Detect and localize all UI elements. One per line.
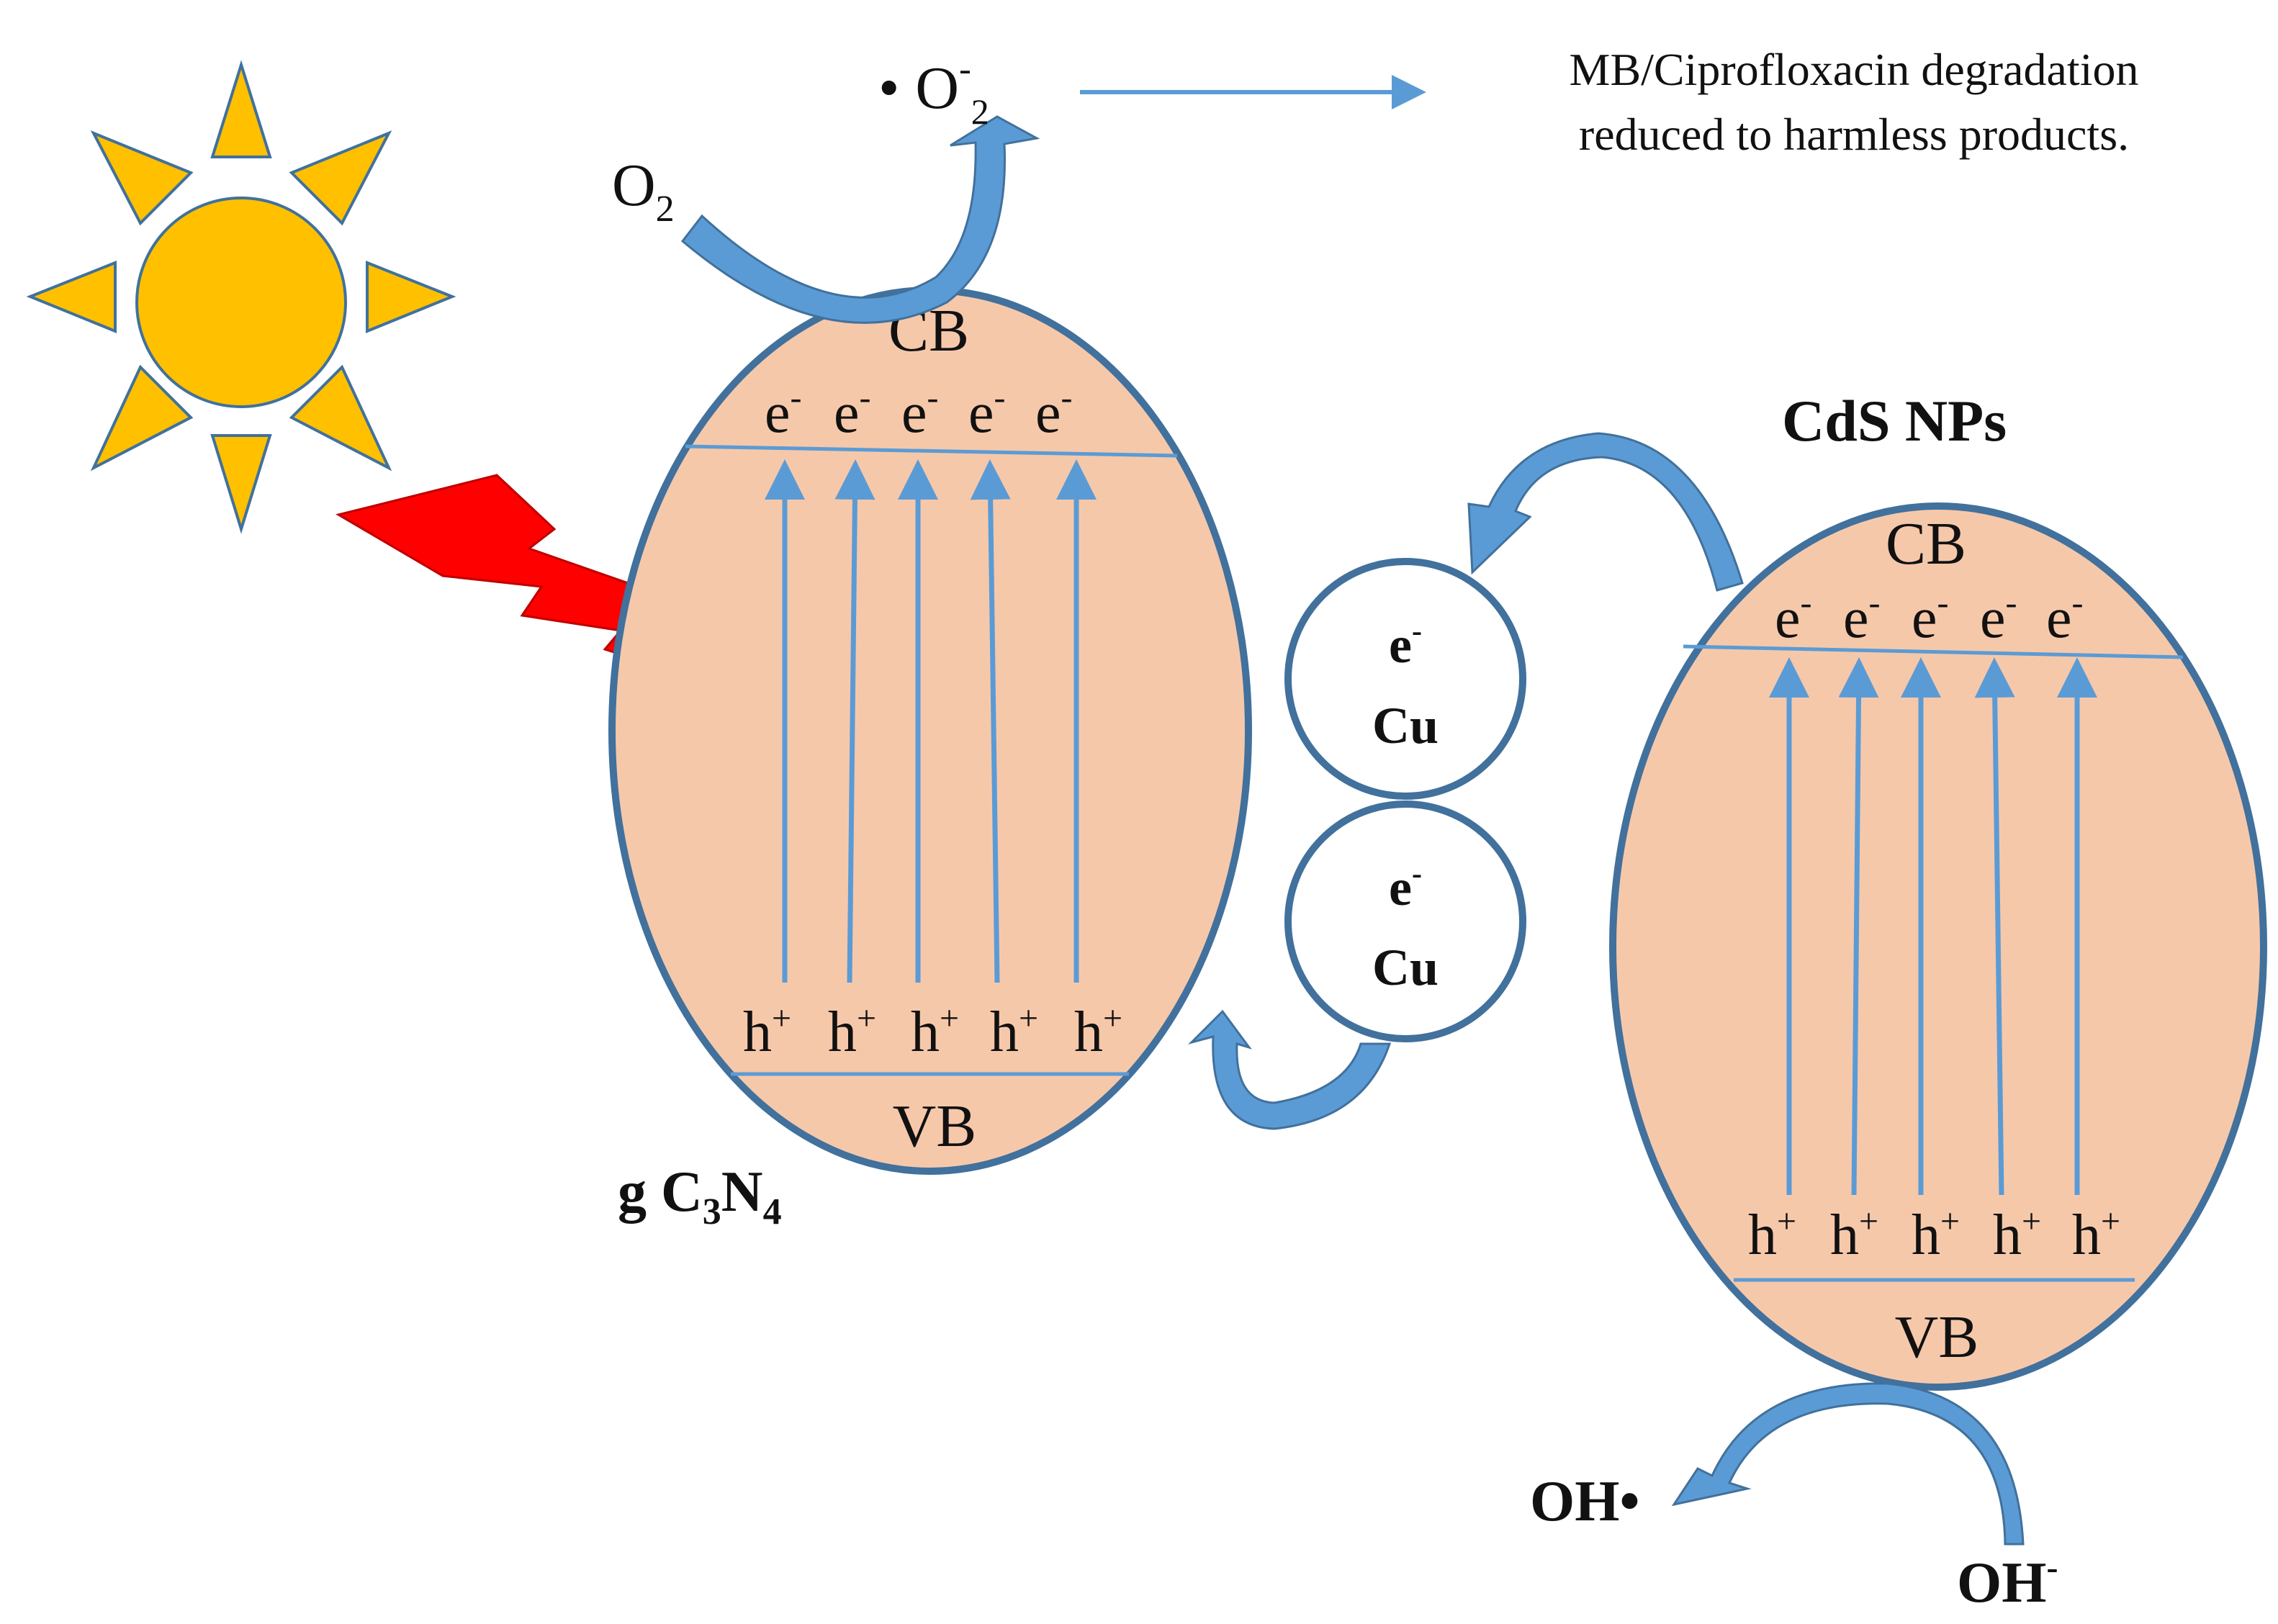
hydroxyl-radical-label: OH•: [1530, 1470, 1639, 1533]
cds-to-cu-arrow: [1467, 432, 1744, 592]
gc3n4-vb-label: VB: [893, 1093, 977, 1160]
gc3n4-hole: h+: [1074, 999, 1122, 1064]
gc3n4-particle: CB VB e-e-e-e-e- h+h+h+h+h+: [608, 287, 1252, 1175]
cu-upper-label: Cu: [1372, 697, 1439, 754]
cds-hole: h+: [2072, 1202, 2120, 1267]
gc3n4-hole: h+: [911, 999, 959, 1064]
gc3n4-label: g C3N4: [618, 1160, 782, 1232]
cds-excitation-arrow: [1838, 657, 1879, 1196]
gc3n4-excitation-arrow: [970, 459, 1011, 983]
cds-particle: CB VB e-e-e-e-e- h+ h+ h+ h+ h+: [1609, 502, 2267, 1391]
gc3n4-electron: e-: [834, 379, 871, 445]
cds-label: CdS NPs: [1782, 388, 2007, 454]
cds-ellipse: [1609, 502, 2267, 1391]
gc3n4-cb-edge: [685, 444, 1178, 458]
cds-electron: e-: [1843, 584, 1881, 650]
gc3n4-electron: e-: [968, 379, 1006, 445]
gc3n4-hole: h+: [743, 999, 791, 1064]
cds-hole: h+: [1912, 1202, 1960, 1267]
cu-particle-upper: e- Cu: [1284, 558, 1526, 800]
cds-vb-label: VB: [1895, 1304, 1979, 1371]
gc3n4-excitation-arrow: [834, 459, 875, 983]
cds-cb-label: CB: [1886, 510, 1966, 577]
cu-upper-electron: e-: [1389, 615, 1422, 674]
o2-reduction-arrow: [680, 115, 1040, 324]
cds-electron: e-: [2046, 584, 2084, 650]
degradation-text-line1: MB/Ciprofloxacin degradation: [1570, 44, 2139, 95]
cds-cb-edge: [1683, 644, 2184, 659]
cds-hole: h+: [1830, 1202, 1878, 1267]
sun-icon: [26, 60, 456, 534]
cds-hole: h+: [1993, 1202, 2041, 1267]
superoxide-label: •O-2: [878, 48, 989, 132]
cu-lower-label: Cu: [1372, 939, 1439, 996]
oxygen-label: O2: [612, 152, 675, 230]
oh-oxidation-arrow: [1671, 1382, 2025, 1546]
cds-excitation-arrow: [1974, 657, 2015, 1196]
cu-lower-electron: e-: [1389, 857, 1422, 916]
cds-hole: h+: [1748, 1202, 1796, 1267]
cu-particle-lower: e- Cu: [1284, 800, 1526, 1042]
degradation-text-line2: reduced to harmless products.: [1579, 109, 2129, 160]
gc3n4-electron: e-: [1035, 379, 1073, 445]
cds-electron: e-: [1980, 584, 2017, 650]
cds-electron: e-: [1912, 584, 1949, 650]
cds-electron: e-: [1775, 584, 1812, 650]
gc3n4-electron: e-: [765, 379, 802, 445]
gc3n4-hole: h+: [990, 999, 1038, 1064]
hydroxide-label: OH-: [1957, 1548, 2058, 1615]
gc3n4-electron: e-: [901, 379, 939, 445]
cu-to-gc3n4-arrow: [1187, 1009, 1392, 1130]
gc3n4-hole: h+: [828, 999, 876, 1064]
